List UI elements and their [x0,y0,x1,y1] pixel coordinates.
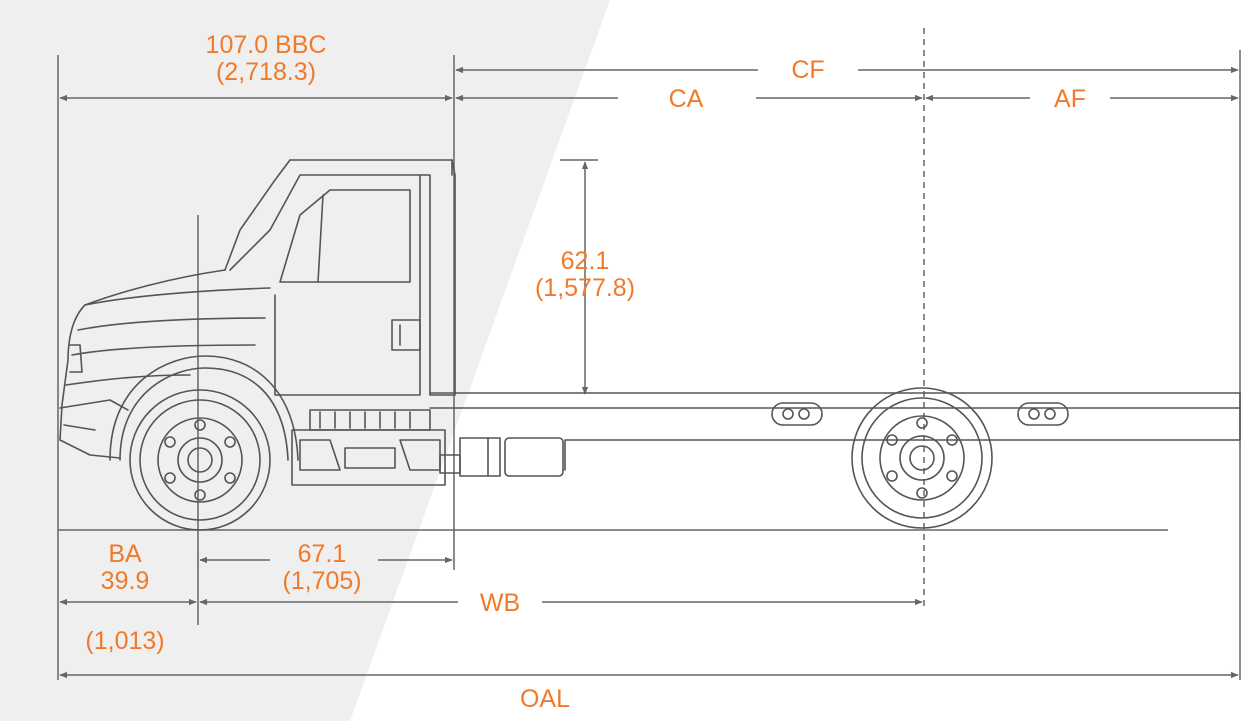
marker-light [1017,402,1069,426]
frame-rail [429,392,1241,471]
front-fender [119,367,289,461]
rear-wheel [851,387,993,529]
shaded-panel [0,0,610,721]
ba-metric: (1,013) [85,627,165,655]
ba-name: BA [108,540,142,568]
cab-window [279,189,411,283]
ba-value: 39.9 [100,567,150,595]
axle-metric: (1,705) [282,567,362,595]
axle-label: 67.1 (1,705) [282,541,361,595]
extension-lines [57,28,1241,680]
ba-label: BA 39.9 [101,541,150,595]
oal-label: OAL [519,685,571,713]
battery-box [459,437,501,477]
dimension-lines [59,66,1239,679]
height-value: 62.1 [560,247,610,275]
height-metric: (1,577.8) [534,274,636,302]
bbc-label: 107.0 BBC (2,718.3) [206,32,327,86]
height-label: 62.1 (1,577.8) [535,248,635,302]
marker-light [771,402,823,426]
truck-illustration [59,159,1241,531]
front-wheel [129,389,271,531]
ca-label: CA [668,85,704,113]
side-mirror [391,319,421,351]
bbc-metric: (2,718.3) [215,58,317,86]
bbc-value: 107.0 BBC [205,31,327,59]
axle-value: 67.1 [297,540,347,568]
wb-label: WB [479,589,521,617]
cf-label: CF [791,56,825,84]
cab-outline [229,159,456,396]
af-label: AF [1054,85,1086,113]
